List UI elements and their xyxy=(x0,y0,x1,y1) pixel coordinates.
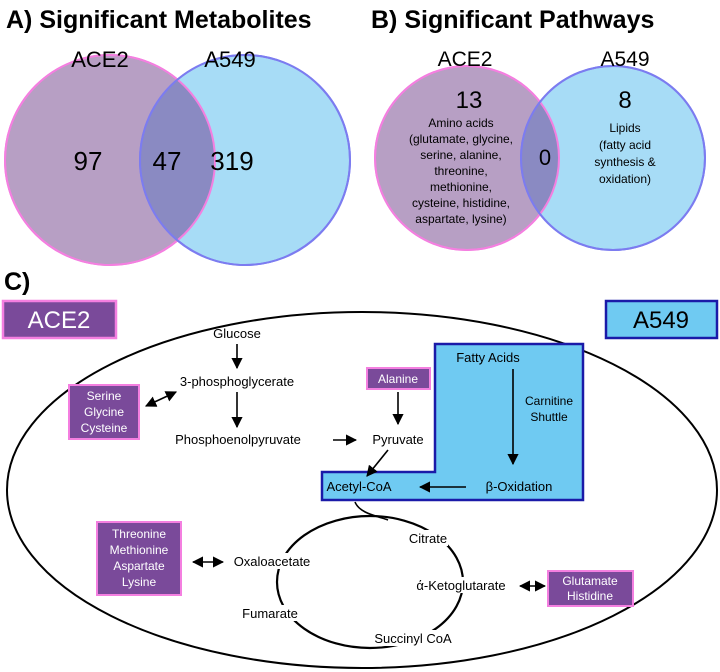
phosphoglycerate-label: 3-phosphoglycerate xyxy=(180,374,294,389)
lysine-label: Lysine xyxy=(122,575,157,589)
venn-b-ace2-line: Amino acids xyxy=(428,116,493,130)
pyruvate-to-acetylcoa-arrow xyxy=(366,449,389,477)
acetyl-coa-label: Acetyl-CoA xyxy=(326,479,391,494)
venn-b-ace2-line: serine, alanine, xyxy=(420,148,501,162)
venn-b-ace2-line: methionine, xyxy=(430,180,492,194)
venn-a-a549-only-count: 319 xyxy=(210,146,253,176)
shuttle-label: Shuttle xyxy=(530,410,568,424)
pyruvate-label: Pyruvate xyxy=(372,432,423,447)
acetylcoa-to-tca-connector xyxy=(354,501,389,521)
venn-a-overlap xyxy=(140,55,215,265)
venn-a-a549-label: A549 xyxy=(204,47,255,72)
glucose-label: Glucose xyxy=(213,326,261,341)
cysteine-label: Cysteine xyxy=(81,421,128,435)
venn-b-a549-line: synthesis & xyxy=(594,155,655,169)
venn-b-ace2-label: ACE2 xyxy=(438,48,493,71)
threonine-group-labels: Threonine Methionine Aspartate Lysine xyxy=(110,527,169,589)
venn-b-ace2-outline xyxy=(374,65,560,251)
panel-a-title: A) Significant Metabolites xyxy=(6,6,312,34)
carnitine-label: Carnitine xyxy=(525,394,573,408)
fatty-acids-label: Fatty Acids xyxy=(456,350,520,365)
venn-b-ace2-line: (glutamate, glycine, xyxy=(409,132,513,146)
panel-a: A) Significant Metabolites ACE2 A549 97 … xyxy=(4,6,351,266)
fumarate-bg xyxy=(238,605,302,621)
panel-c-label: C) xyxy=(4,268,30,296)
threonine-label: Threonine xyxy=(112,527,166,541)
venn-b-ace2-line: cysteine, histidine, xyxy=(412,196,510,210)
venn-a-overlap-count: 47 xyxy=(153,146,182,176)
alanine-label: Alanine xyxy=(378,372,418,386)
venn-b-a549-count: 8 xyxy=(618,87,631,114)
oxaloacetate-label: Oxaloacetate xyxy=(234,554,311,569)
glycine-label: Glycine xyxy=(84,405,124,419)
ketoglutarate-label: ά-Ketoglutarate xyxy=(416,578,505,593)
serine-label: Serine xyxy=(87,389,122,403)
pep-label: Phosphoenolpyruvate xyxy=(175,432,301,447)
threonine-group-box xyxy=(96,521,182,596)
glutamate-group-box xyxy=(547,570,634,607)
venn-b-a549-line: (fatty acid xyxy=(599,138,651,152)
venn-b-a549-outline xyxy=(520,65,706,251)
venn-b-a549-line: oxidation) xyxy=(599,172,651,186)
fumarate-label: Fumarate xyxy=(242,606,298,621)
venn-b-ace2-count: 13 xyxy=(456,87,483,114)
venn-a-ace2-only-count: 97 xyxy=(74,146,103,176)
panel-b: B) Significant Pathways ACE2 A549 13 Ami… xyxy=(371,6,706,251)
venn-b-ace2-description: Amino acids (glutamate, glycine, serine,… xyxy=(409,116,513,226)
venn-a-ace2-outline xyxy=(4,54,216,266)
venn-b-ace2-line: threonine, xyxy=(434,164,487,178)
cell-outline xyxy=(6,311,718,669)
citrate-label: Citrate xyxy=(409,531,447,546)
serine-3pg-arrow xyxy=(144,391,178,407)
histidine-label: Histidine xyxy=(567,589,613,603)
venn-a-a549-outline xyxy=(139,54,351,266)
ketoglutarate-bg xyxy=(408,577,518,593)
a549-legend-box xyxy=(604,299,719,340)
venn-b-a549-line: Lipids xyxy=(609,121,640,135)
serine-group-labels: Serine Glycine Cysteine xyxy=(81,389,128,435)
beta-oxidation-label: β-Oxidation xyxy=(486,479,553,494)
ace2-legend-box xyxy=(1,299,118,340)
serine-group-box xyxy=(68,384,140,440)
glutamate-label: Glutamate xyxy=(562,574,618,588)
oxaloacetate-bg xyxy=(227,553,321,569)
a549-legend-label: A549 xyxy=(633,307,689,334)
venn-b-ace2-line: aspartate, lysine) xyxy=(415,212,506,226)
venn-b-a549-label: A549 xyxy=(600,48,649,71)
venn-b-a549-description: Lipids (fatty acid synthesis & oxidation… xyxy=(594,121,655,186)
succinyl-label: Succinyl CoA xyxy=(374,631,452,646)
succinyl-bg xyxy=(367,630,457,646)
glutamate-group-labels: Glutamate Histidine xyxy=(562,574,618,603)
aspartate-label: Aspartate xyxy=(113,559,165,573)
panel-c: C) ACE2 A549 Glucose 3-phosphoglycerate … xyxy=(1,268,719,669)
venn-a-ace2-label: ACE2 xyxy=(71,47,128,72)
panel-b-title: B) Significant Pathways xyxy=(371,6,654,34)
alanine-box xyxy=(366,367,431,390)
venn-b-overlap-count: 0 xyxy=(539,145,551,170)
ace2-legend-label: ACE2 xyxy=(28,307,91,334)
citrate-bg xyxy=(388,530,448,546)
methionine-label: Methionine xyxy=(110,543,169,557)
